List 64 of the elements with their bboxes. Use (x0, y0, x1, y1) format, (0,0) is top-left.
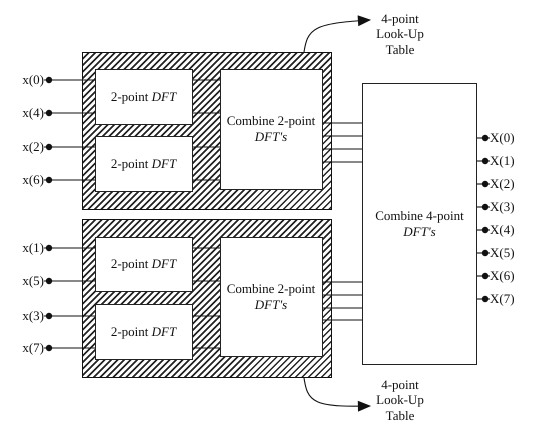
signal-line (323, 148, 362, 150)
hatched-module-frame (82, 52, 332, 210)
signal-line (193, 112, 220, 114)
process-box (94, 136, 192, 192)
signal-line (323, 135, 362, 137)
output-label: X(4) (490, 222, 515, 238)
signal-line (44, 312, 95, 320)
process-box (220, 236, 322, 356)
signal-line (477, 204, 490, 210)
signal-line (323, 281, 362, 283)
process-box (94, 68, 192, 124)
input-label: x(1) (22, 240, 44, 256)
signal-line (193, 280, 220, 282)
output-label: X(1) (490, 153, 515, 169)
signal-line (477, 272, 490, 280)
output-label: X(2) (490, 176, 515, 192)
signal-line (193, 347, 220, 349)
signal-line (477, 226, 490, 234)
input-label: x(6) (22, 172, 44, 188)
input-label: x(0) (22, 72, 44, 88)
process-box (362, 83, 477, 365)
input-label: x(5) (22, 273, 44, 289)
box-label: Combine 2-point DFT's (226, 113, 316, 145)
signal-line (477, 296, 490, 302)
box-label: Combine 4-point DFT's (374, 208, 465, 240)
signal-line (44, 344, 95, 352)
table-label: 4-point Look-Up Table (375, 376, 425, 424)
table-label: 4-point Look-Up Table (375, 10, 425, 58)
signal-line (44, 144, 95, 150)
output-label: X(7) (490, 291, 515, 307)
arrow (303, 378, 372, 412)
output-label: X(0) (490, 130, 515, 146)
input-label: x(3) (22, 308, 44, 324)
signal-line (193, 315, 220, 317)
box-label: 2-point DFT (110, 156, 178, 172)
box-label: 2-point DFT (110, 88, 178, 104)
output-label: X(5) (490, 245, 515, 261)
process-box (220, 68, 322, 190)
signal-line (477, 158, 490, 164)
signal-line (477, 180, 490, 188)
process-box (94, 236, 192, 292)
input-label: x(4) (22, 105, 44, 121)
box-label: Combine 2-point DFT's (226, 280, 316, 312)
signal-line (323, 161, 362, 163)
signal-line (323, 294, 362, 296)
signal-line (44, 176, 95, 184)
signal-line (323, 319, 362, 321)
box-label: 2-point DFT (110, 324, 178, 340)
input-label: x(7) (22, 340, 44, 356)
signal-line (193, 146, 220, 148)
signal-line (193, 79, 220, 81)
signal-line (193, 247, 220, 249)
process-box (94, 304, 192, 360)
arrow (303, 15, 372, 52)
input-label: x(2) (22, 139, 44, 155)
output-label: X(3) (490, 199, 515, 215)
signal-line (323, 122, 362, 124)
signal-line (323, 307, 362, 309)
output-label: X(6) (490, 268, 515, 284)
signal-line (477, 250, 490, 256)
hatched-module-frame (82, 219, 332, 378)
signal-line (477, 134, 490, 142)
box-label: 2-point DFT (110, 256, 178, 272)
signal-line (193, 179, 220, 181)
